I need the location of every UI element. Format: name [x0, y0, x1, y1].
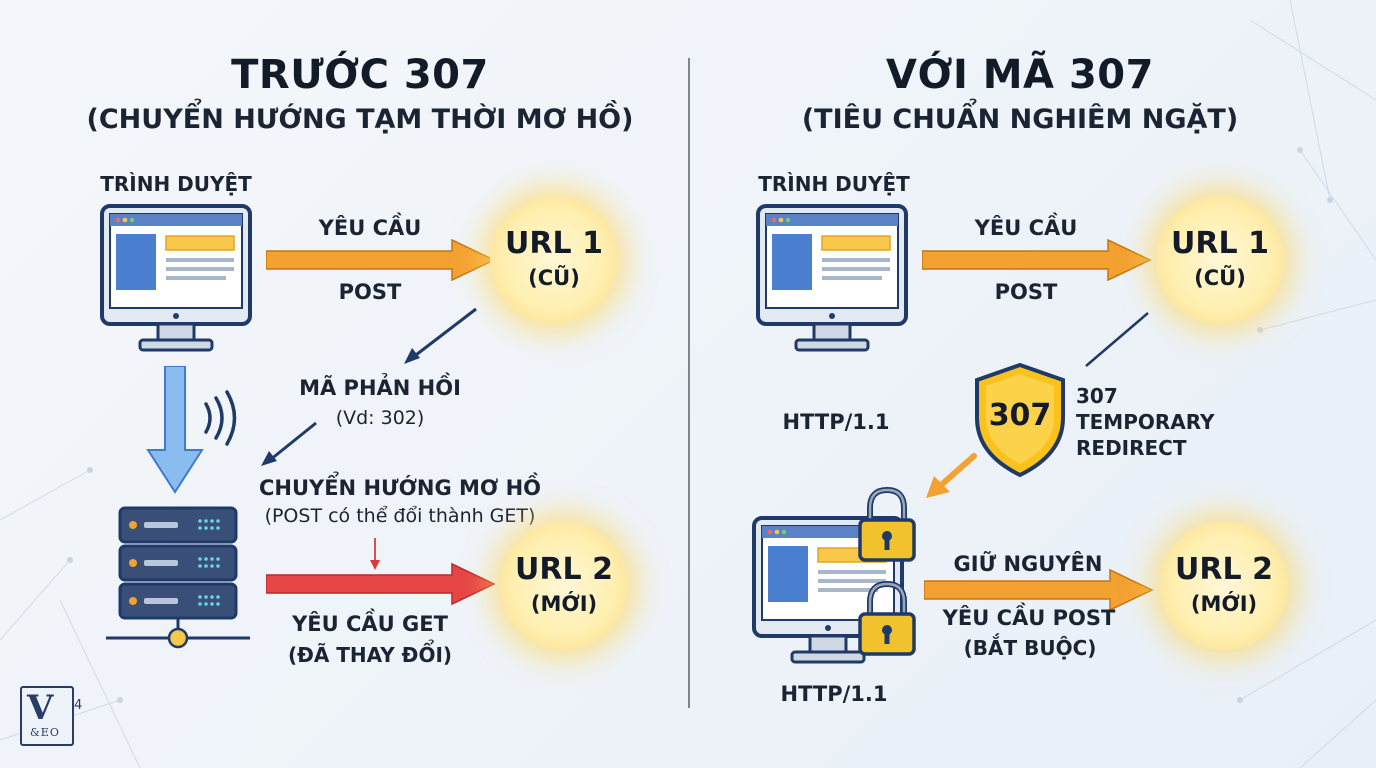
left-subtitle: (CHUYỂN HƯỚNG TẠM THỜI MƠ HỒ): [86, 104, 634, 135]
right-keep-label: GIỮ NGUYÊN: [953, 552, 1103, 576]
server-stack-icon: [106, 506, 250, 649]
left-get-label: YÊU CẦU GET: [292, 612, 448, 636]
left-url2-node: URL 2 (MỚI): [500, 522, 628, 650]
shield-307-icon: [975, 362, 1065, 478]
center-divider: [688, 58, 690, 708]
right-keep-note-1: YÊU CẦU POST: [942, 606, 1116, 630]
left-url2-tag: (MỚI): [530, 592, 598, 616]
shield-code: 307: [988, 398, 1052, 433]
right-request-label: YÊU CẦU: [974, 216, 1078, 240]
lock-icon-2: [858, 580, 916, 656]
logo-superscript: 4: [74, 698, 83, 713]
right-url1-name: URL 1: [1171, 226, 1269, 261]
left-response-arrow: [404, 307, 477, 364]
left-ambiguous-note: (POST có thể đổi thành GET): [264, 505, 536, 527]
right-url2-node: URL 2 (MỚI): [1160, 522, 1288, 650]
right-url1-tag: (CŨ): [1194, 266, 1246, 290]
left-ambiguous-label: CHUYỂN HƯỚNG MƠ HỒ: [258, 476, 542, 500]
right-title: VỚI MÃ 307: [886, 52, 1154, 98]
brand-logo: V 4 &EO: [20, 686, 82, 746]
right-response-line: [1085, 312, 1149, 367]
right-http-label-top: HTTP/1.1: [782, 410, 890, 434]
left-request-label: YÊU CẦU: [318, 216, 422, 240]
right-url1-node: URL 1 (CŨ): [1156, 196, 1284, 324]
right-browser-label: TRÌNH DUYỆT: [758, 172, 910, 196]
badge-text-line-3: REDIRECT: [1076, 436, 1187, 460]
badge-text-line-1: 307: [1076, 384, 1118, 408]
left-post-arrow: [266, 238, 496, 282]
left-get-note: (ĐÃ THAY ĐỔI): [287, 643, 453, 667]
signal-waves-icon: [204, 390, 237, 446]
right-subtitle: (TIÊU CHUẨN NGHIÊM NGẶT): [801, 104, 1239, 135]
left-url1-name: URL 1: [505, 226, 603, 261]
right-method-label: POST: [994, 280, 1058, 304]
left-url2-name: URL 2: [515, 552, 613, 587]
right-http-label-bottom: HTTP/1.1: [780, 682, 888, 706]
left-method-label: POST: [338, 280, 402, 304]
logo-mark: V: [27, 688, 54, 728]
right-url2-tag: (MỚI): [1190, 592, 1258, 616]
left-get-arrow: [266, 562, 496, 606]
right-preserved-post-arrow: [924, 568, 1154, 612]
right-keep-note-2: (BẮT BUỘC): [963, 636, 1097, 660]
left-response-label: MÃ PHẢN HỒI: [299, 376, 461, 400]
left-title: TRƯỚC 307: [231, 52, 489, 98]
lock-icon: [858, 486, 916, 562]
left-down-arrow: [146, 366, 204, 494]
right-post-arrow: [922, 238, 1152, 282]
right-url2-name: URL 2: [1175, 552, 1273, 587]
left-url1-tag: (CŨ): [528, 266, 580, 290]
left-url1-node: URL 1 (CŨ): [490, 196, 618, 324]
left-response-example: (Vd: 302): [335, 407, 425, 429]
left-redirect-arrow: [261, 421, 317, 466]
badge-text-line-2: TEMPORARY: [1076, 410, 1215, 434]
left-browser-monitor-icon: [100, 204, 252, 352]
right-browser-monitor-icon: [756, 204, 908, 352]
logo-subtext: &EO: [30, 726, 60, 739]
left-browser-label: TRÌNH DUYỆT: [100, 172, 252, 196]
left-small-red-arrow: [370, 538, 380, 570]
right-redirect-arrow: [926, 453, 977, 498]
